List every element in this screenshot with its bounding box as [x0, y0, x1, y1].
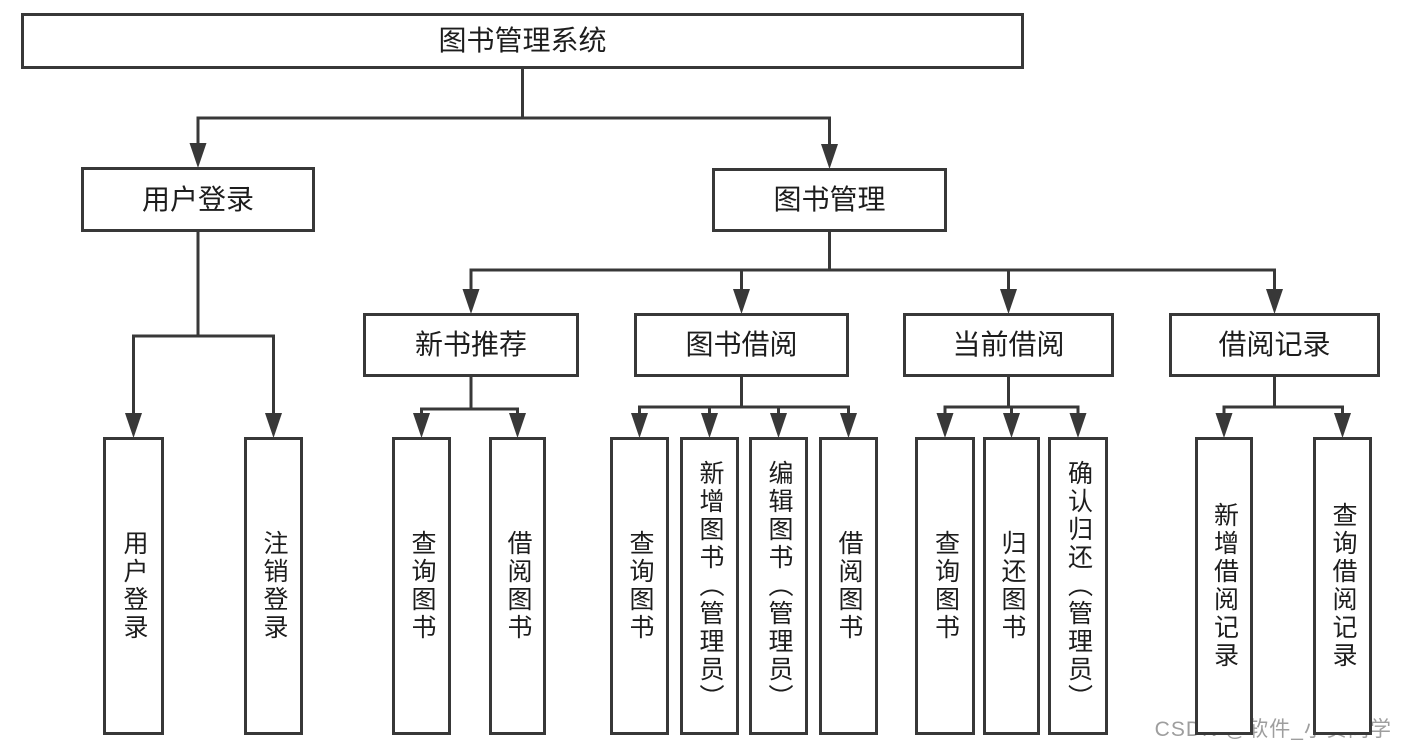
connector-arrowhead: [1069, 413, 1087, 438]
connector-arrowhead: [1334, 413, 1351, 438]
node-label-leaf-borrow-book-1: 借阅图书: [504, 530, 532, 642]
connector-arrowhead: [631, 413, 648, 438]
node-label-leaf-edit-book: 编辑图书（管理员）: [765, 460, 793, 712]
node-leaf-query-book-3: 查询图书: [915, 437, 975, 735]
connector-arrowhead: [1215, 413, 1233, 438]
connector-arrowhead: [125, 413, 142, 438]
connector-arrowhead: [821, 144, 838, 169]
node-label-leaf-confirm-return: 确认归还（管理员）: [1064, 460, 1093, 712]
node-borrow-record: 借阅记录: [1169, 313, 1380, 377]
node-leaf-logout: 注销登录: [244, 437, 303, 735]
node-book-mgmt: 图书管理: [712, 168, 947, 232]
node-leaf-add-book: 新增图书（管理员）: [680, 437, 739, 735]
connector-arrowhead: [189, 143, 207, 168]
node-root: 图书管理系统: [21, 13, 1024, 69]
node-label-root: 图书管理系统: [438, 25, 607, 56]
connector-arrowhead: [1003, 413, 1020, 438]
node-label-leaf-borrow-book-2: 借阅图书: [835, 530, 863, 642]
node-label-leaf-return-book: 归还图书: [998, 530, 1026, 642]
node-label-book-mgmt: 图书管理: [773, 184, 886, 215]
connector-arrowhead: [840, 413, 857, 438]
connector-arrowhead: [1266, 289, 1283, 314]
node-user-login: 用户登录: [81, 167, 315, 232]
connector-arrowhead: [509, 413, 526, 438]
connector-arrowhead: [770, 413, 787, 438]
connector-arrowhead: [936, 413, 954, 438]
node-label-leaf-logout: 注销登录: [260, 530, 288, 642]
node-current-borrow: 当前借阅: [903, 313, 1114, 377]
node-leaf-edit-book: 编辑图书（管理员）: [749, 437, 808, 735]
node-label-leaf-query-book-3: 查询图书: [931, 530, 960, 642]
node-label-leaf-user-login: 用户登录: [120, 530, 148, 642]
node-label-leaf-add-book: 新增图书（管理员）: [696, 460, 724, 712]
node-leaf-borrow-book-1: 借阅图书: [489, 437, 546, 735]
node-label-leaf-add-borrow-record: 新增借阅记录: [1210, 502, 1239, 670]
node-leaf-user-login: 用户登录: [103, 437, 164, 735]
node-book-borrow: 图书借阅: [634, 313, 849, 377]
node-leaf-return-book: 归还图书: [983, 437, 1040, 735]
connector-arrowhead: [413, 413, 430, 438]
node-leaf-query-book-1: 查询图书: [392, 437, 451, 735]
connector-arrowhead: [733, 289, 750, 314]
node-label-borrow-record: 借阅记录: [1218, 329, 1331, 360]
node-new-book-rec: 新书推荐: [363, 313, 579, 377]
node-label-user-login: 用户登录: [141, 183, 254, 215]
node-leaf-confirm-return: 确认归还（管理员）: [1048, 437, 1108, 735]
node-label-current-borrow: 当前借阅: [952, 329, 1065, 360]
connector-arrowhead: [701, 413, 718, 438]
node-label-new-book-rec: 新书推荐: [414, 329, 527, 360]
node-label-leaf-query-borrow-record: 查询借阅记录: [1329, 502, 1357, 670]
connector-arrowhead: [265, 413, 282, 438]
connector-arrowhead: [1000, 289, 1017, 314]
connector-arrowhead: [462, 289, 480, 314]
node-label-book-borrow: 图书借阅: [685, 329, 798, 360]
node-leaf-query-book-2: 查询图书: [610, 437, 669, 735]
node-label-leaf-query-book-2: 查询图书: [626, 530, 654, 642]
node-leaf-add-borrow-record: 新增借阅记录: [1195, 437, 1253, 735]
node-leaf-borrow-book-2: 借阅图书: [819, 437, 878, 735]
node-leaf-query-borrow-record: 查询借阅记录: [1313, 437, 1372, 735]
node-label-leaf-query-book-1: 查询图书: [408, 530, 436, 642]
